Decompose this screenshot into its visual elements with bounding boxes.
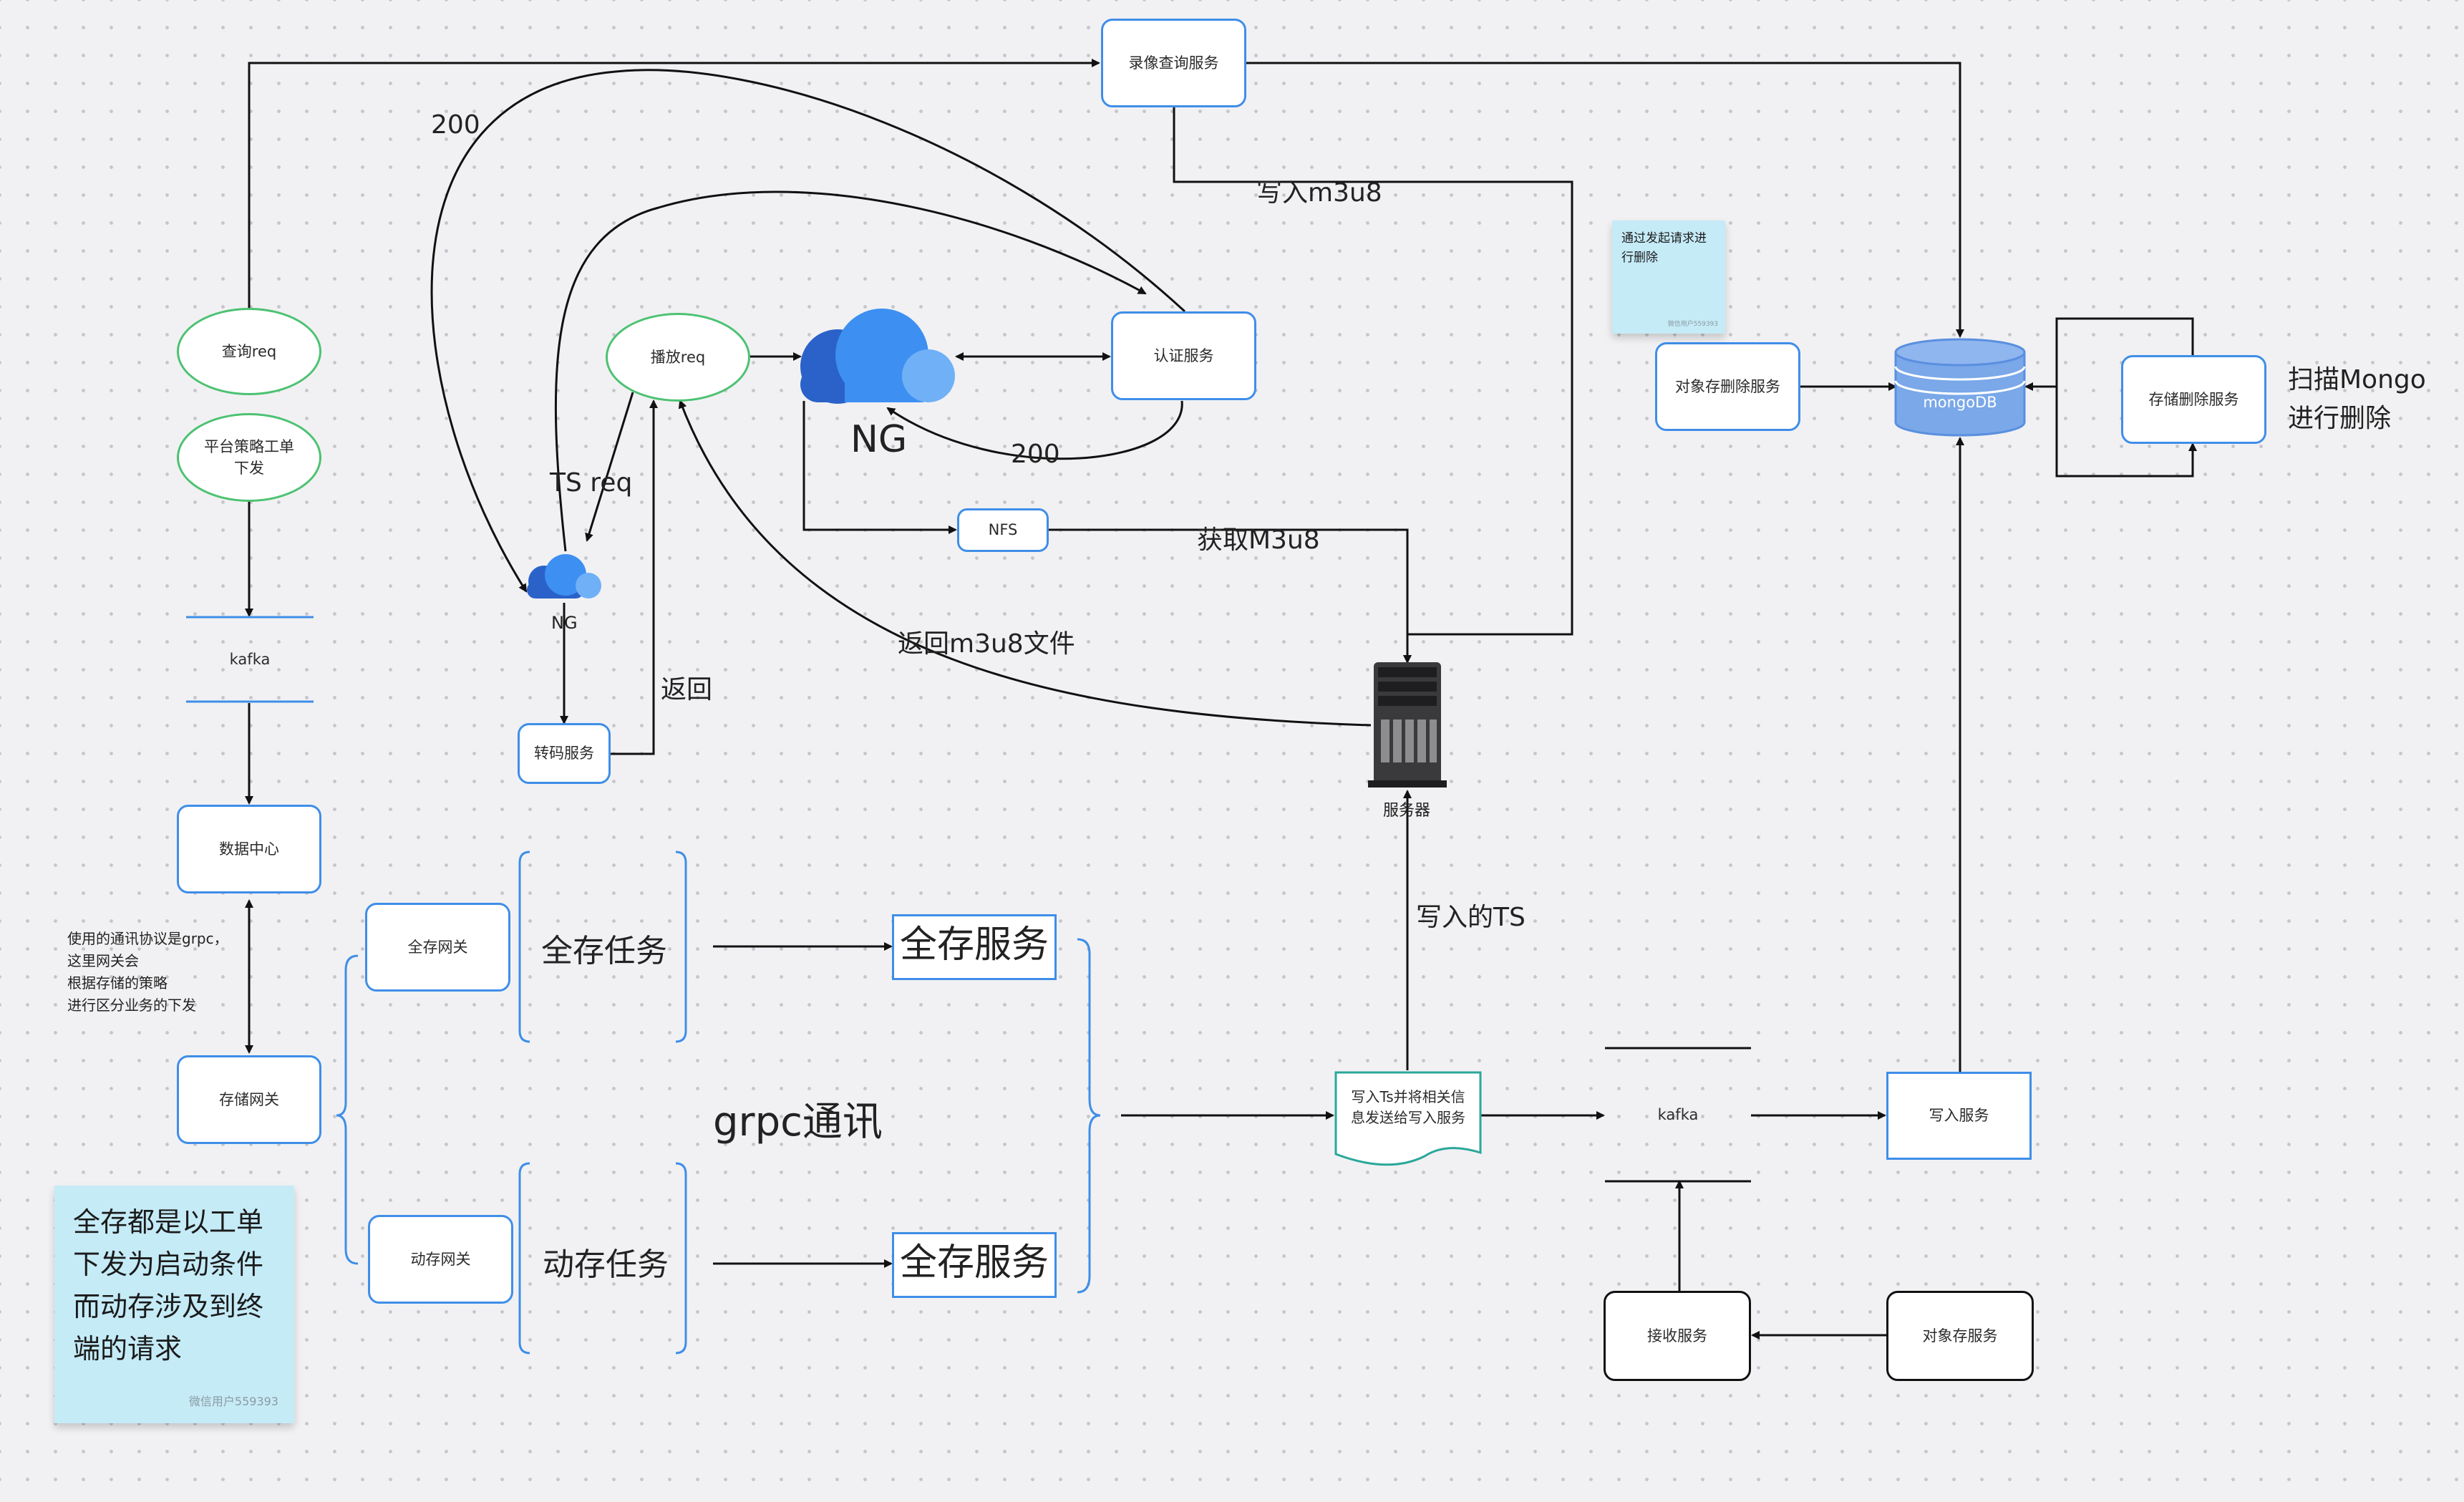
- object-store-service[interactable]: 对象存服务: [1886, 1291, 2034, 1381]
- edge-play-to-ngsmall: [585, 392, 634, 542]
- play-req-ellipse[interactable]: 播放req: [606, 313, 750, 402]
- record-query-service[interactable]: 录像查询服务: [1101, 19, 1246, 107]
- edge-transcode-to-play: [611, 399, 658, 755]
- label-200-mid: 200: [1011, 440, 1060, 469]
- ng-cloud-small-icon: [527, 554, 601, 599]
- mongodb-label[interactable]: mongoDB: [1923, 393, 1997, 411]
- edge-query-to-record: [248, 59, 1100, 308]
- label-scan-mongo: 扫描Mongo 进行删除: [2288, 365, 2426, 433]
- full-task-label: 全存任务: [541, 933, 667, 969]
- label-ts-req: TS req: [550, 468, 633, 498]
- platform-order-ellipse[interactable]: 平台策略工单 下发: [177, 413, 321, 502]
- brace-big-right: [1077, 938, 1101, 1294]
- storage-delete-service[interactable]: 存储删除服务: [2121, 355, 2266, 444]
- label-200-top: 200: [431, 110, 480, 140]
- edge-record-to-mongodb: [1246, 62, 1964, 338]
- label-return: 返回: [661, 675, 713, 704]
- edge-server-to-play: [678, 399, 1372, 727]
- brace-left-gateways: [336, 954, 359, 1265]
- data-center-node[interactable]: 数据中心: [177, 805, 321, 893]
- edge-storagedel-loop: [2055, 317, 2197, 478]
- sticky-note-big[interactable]: 全存都是以工单 下发为启动条件 而动存涉及到终 端的请求 微信用户559393: [54, 1186, 294, 1423]
- sticky-note-small-text: 通过发起请求进 行删除: [1621, 231, 1707, 266]
- label-grpc-note: 使用的通讯协议是grpc， 这里网关会 根据存储的策略 进行区分业务的下发: [67, 930, 228, 1014]
- brace-full-right: [675, 851, 687, 1043]
- kafka-right[interactable]: kafka: [1657, 1105, 1699, 1123]
- sticky-note-big-text: 全存都是以工单 下发为启动条件 而动存涉及到终 端的请求: [73, 1206, 264, 1365]
- nfs-node[interactable]: NFS: [957, 508, 1049, 552]
- server-icon: [1368, 662, 1447, 788]
- edge-auth-to-ng: [886, 400, 1183, 460]
- object-delete-service[interactable]: 对象存删除服务: [1655, 342, 1800, 431]
- brace-full-left: [518, 851, 530, 1043]
- write-ts-doc-text[interactable]: 写入Ts并将相关信 息发送给写入服务: [1351, 1088, 1465, 1126]
- full-gateway-node[interactable]: 全存网关: [365, 903, 510, 992]
- write-service[interactable]: 写入服务: [1886, 1072, 2032, 1160]
- label-get-m3u8: 获取M3u8: [1197, 525, 1320, 555]
- full-service-box-2[interactable]: 全存服务: [892, 1232, 1057, 1298]
- query-req-ellipse[interactable]: 查询req: [177, 308, 321, 395]
- edge-ngsmall-to-auth: [554, 190, 1147, 552]
- server-label: 服务器: [1383, 802, 1431, 820]
- grpc-label: grpc通讯: [713, 1099, 883, 1145]
- auth-service[interactable]: 认证服务: [1111, 311, 1256, 400]
- transcode-service[interactable]: 转码服务: [518, 723, 611, 784]
- write-ts-doc-shape: [1334, 1071, 1482, 1166]
- ng-big-label: NG: [850, 418, 908, 461]
- ng-cloud-big-icon: [800, 309, 955, 404]
- storage-gateway-node[interactable]: 存储网关: [177, 1055, 321, 1144]
- ng-small-label: NG: [551, 613, 578, 633]
- dynamic-task-label: 动存任务: [543, 1246, 669, 1283]
- dynamic-gateway-node[interactable]: 动存网关: [368, 1215, 513, 1304]
- sticky-note-small-author: 微信用户559393: [1667, 321, 1718, 328]
- receive-service[interactable]: 接收服务: [1604, 1291, 1751, 1381]
- edge-ng-to-nfs: [802, 401, 957, 534]
- kafka-left[interactable]: kafka: [229, 650, 271, 668]
- label-write-ts: 写入的TS: [1416, 903, 1526, 932]
- brace-dyn-left: [518, 1162, 530, 1355]
- brace-dyn-right: [675, 1162, 687, 1355]
- mongodb-cylinder: [1894, 338, 2026, 437]
- label-write-m3u8: 写入m3u8: [1256, 178, 1382, 208]
- edge-nfs-to-server: [1049, 528, 1412, 664]
- edge-auth-to-ngsmall: [430, 69, 1186, 593]
- sticky-note-small[interactable]: 通过发起请求进 行删除 微信用户559393: [1612, 221, 1725, 334]
- sticky-note-big-author: 微信用户559393: [188, 1395, 278, 1408]
- label-return-m3u8: 返回m3u8文件: [898, 629, 1075, 659]
- full-service-box-1[interactable]: 全存服务: [892, 914, 1057, 980]
